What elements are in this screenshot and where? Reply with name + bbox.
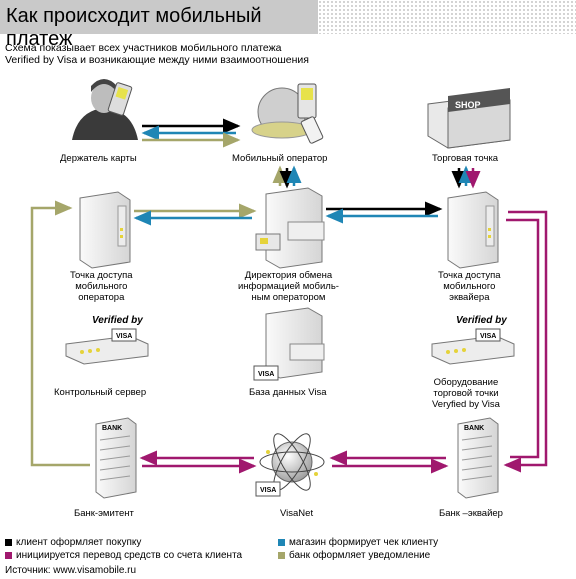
label-exchange-directory: Директория обмена информацией мобиль- ны… bbox=[238, 270, 339, 303]
cardholder-icon bbox=[72, 79, 138, 140]
label-line: ным оператором bbox=[251, 292, 326, 303]
label-line: информацией мобиль- bbox=[238, 281, 339, 292]
arrow-operator-access-to-directory bbox=[133, 203, 257, 226]
exchange-directory-server-icon bbox=[255, 187, 325, 269]
shop-icon: SHOP bbox=[427, 88, 511, 149]
arrow-cardholder-to-operator bbox=[141, 118, 241, 148]
legend-swatch-magenta bbox=[5, 551, 12, 559]
mobile-operator-icon bbox=[251, 83, 324, 144]
label-line: мобильного bbox=[443, 281, 496, 292]
arrow-directory-to-acquirer-access bbox=[325, 201, 443, 224]
verified-by-text-left: Verified by bbox=[92, 315, 143, 326]
legend-swatch-black bbox=[5, 538, 12, 546]
arrow-operator-to-directory bbox=[272, 165, 302, 189]
arrow-merchant-to-acquirer-access bbox=[451, 165, 481, 189]
legend-text: банк оформляет уведомление bbox=[289, 550, 431, 561]
arrow-banks-visanet bbox=[139, 450, 449, 474]
shop-sign-text: SHOP bbox=[455, 100, 481, 110]
acquirer-access-server-icon bbox=[447, 191, 499, 269]
label-visa-database: База данных Visa bbox=[249, 387, 327, 398]
label-line: Точка доступа bbox=[438, 270, 501, 281]
visa-database-icon: VISA bbox=[253, 307, 325, 381]
visa-logo-left: VISA bbox=[116, 333, 132, 340]
label-acquirer-bank: Банк –эквайер bbox=[439, 508, 503, 519]
label-merchant: Торговая точка bbox=[432, 153, 499, 164]
label-line: Оборудование bbox=[433, 377, 499, 388]
bank-sign-right: BANK bbox=[464, 425, 484, 432]
subtitle-line-1: Схема показывает всех участников мобильн… bbox=[5, 42, 282, 54]
label-line: оператора bbox=[78, 292, 125, 303]
page-title: Как происходит мобильный платеж bbox=[6, 5, 262, 50]
label-cardholder: Держатель карты bbox=[60, 153, 137, 164]
arrow-issuer-notification-loop bbox=[30, 200, 90, 467]
bank-sign-left: BANK bbox=[102, 425, 122, 432]
visa-logo-visanet: VISA bbox=[260, 487, 276, 494]
legend-swatch-olive bbox=[278, 551, 285, 559]
visa-logo-right: VISA bbox=[480, 333, 496, 340]
legend-item-receipt: магазин формирует чек клиенту bbox=[278, 537, 438, 548]
legend-text: клиент оформляет покупку bbox=[16, 537, 142, 548]
label-line: торговой точки bbox=[433, 388, 499, 399]
label-line: Директория обмена bbox=[244, 270, 333, 281]
label-operator-access-point: Точка доступа мобильного оператора bbox=[70, 270, 133, 303]
label-line: Точка доступа bbox=[70, 270, 133, 281]
legend-text: инициируется перевод средств со счета кл… bbox=[16, 550, 243, 561]
legend-item-notification: банк оформляет уведомление bbox=[278, 550, 430, 561]
arrow-acquirer-funds-loop bbox=[503, 210, 548, 473]
label-line: мобильного bbox=[75, 281, 128, 292]
label-mobile-operator: Мобильный оператор bbox=[232, 153, 328, 164]
merchant-equipment-icon: Verified by VISA bbox=[431, 315, 515, 365]
subtitle: Схема показывает всех участников мобильн… bbox=[5, 42, 309, 66]
label-control-server: Контрольный сервер bbox=[54, 387, 147, 398]
legend-text: магазин формирует чек клиенту bbox=[289, 537, 439, 548]
operator-access-server-icon bbox=[79, 191, 131, 269]
legend-item-purchase: клиент оформляет покупку bbox=[5, 537, 141, 548]
acquirer-bank-icon: BANK bbox=[457, 417, 499, 499]
visanet-globe-icon: VISA bbox=[255, 433, 325, 497]
label-issuer-bank: Банк-эмитент bbox=[74, 508, 134, 519]
label-merchant-equipment: Оборудование торговой точки Veryfied by … bbox=[432, 377, 500, 410]
subtitle-line-2: Verified by Visa и возникающие между ним… bbox=[5, 54, 309, 66]
title-bar: Как происходит мобильный платеж bbox=[0, 0, 318, 50]
label-line: эквайера bbox=[449, 292, 490, 303]
visa-logo-database: VISA bbox=[258, 371, 274, 378]
legend-swatch-blue bbox=[278, 538, 285, 546]
source-note: Источник: www.visamobile.ru bbox=[5, 565, 137, 576]
label-acquirer-access-point: Точка доступа мобильного эквайера bbox=[438, 270, 501, 303]
label-line: Veryfied by Visa bbox=[432, 399, 500, 410]
label-visanet: VisaNet bbox=[280, 508, 314, 519]
legend-item-transfer: инициируется перевод средств со счета кл… bbox=[5, 550, 242, 561]
verified-by-text-right: Verified by bbox=[456, 315, 507, 326]
control-server-icon: Verified by VISA bbox=[65, 315, 149, 365]
issuer-bank-icon: BANK bbox=[95, 417, 137, 499]
title-pattern bbox=[318, 0, 576, 34]
